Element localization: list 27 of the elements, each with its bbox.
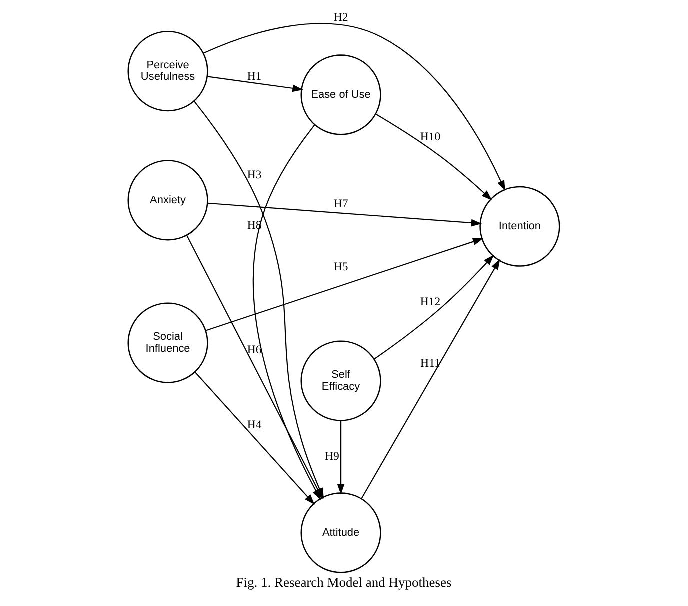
edge-label: H3 bbox=[247, 168, 262, 182]
edge-label: H9 bbox=[324, 449, 340, 464]
node-circle: Anxiety bbox=[128, 160, 208, 241]
edge-label: H2 bbox=[334, 10, 348, 24]
node-circle: Social Influence bbox=[128, 302, 208, 384]
arrow bbox=[361, 259, 500, 499]
arrow bbox=[337, 420, 345, 495]
arrow bbox=[253, 124, 322, 500]
arrow bbox=[207, 76, 304, 92]
edge-label: H11 bbox=[420, 356, 440, 370]
caption: Fig. 1. Research Model and Hypotheses bbox=[236, 574, 452, 590]
edge-label: H1 bbox=[247, 68, 262, 83]
arrow bbox=[376, 114, 492, 201]
arrow bbox=[374, 255, 494, 360]
edge-label: H10 bbox=[420, 130, 441, 144]
arrow bbox=[203, 23, 506, 192]
node-circle: Ease of Use bbox=[300, 54, 382, 136]
edge-label: H5 bbox=[334, 260, 348, 274]
edge-label: H4 bbox=[247, 417, 262, 432]
node-circle: Perceive Usefulness bbox=[128, 31, 208, 112]
node-circle: Self Efficacy bbox=[300, 340, 382, 422]
arrow bbox=[208, 202, 482, 227]
edge-label: H7 bbox=[334, 196, 348, 210]
arrow bbox=[194, 372, 315, 505]
arrow bbox=[206, 238, 484, 332]
edge-label: H6 bbox=[247, 342, 262, 356]
edge-label: H12 bbox=[420, 294, 441, 308]
